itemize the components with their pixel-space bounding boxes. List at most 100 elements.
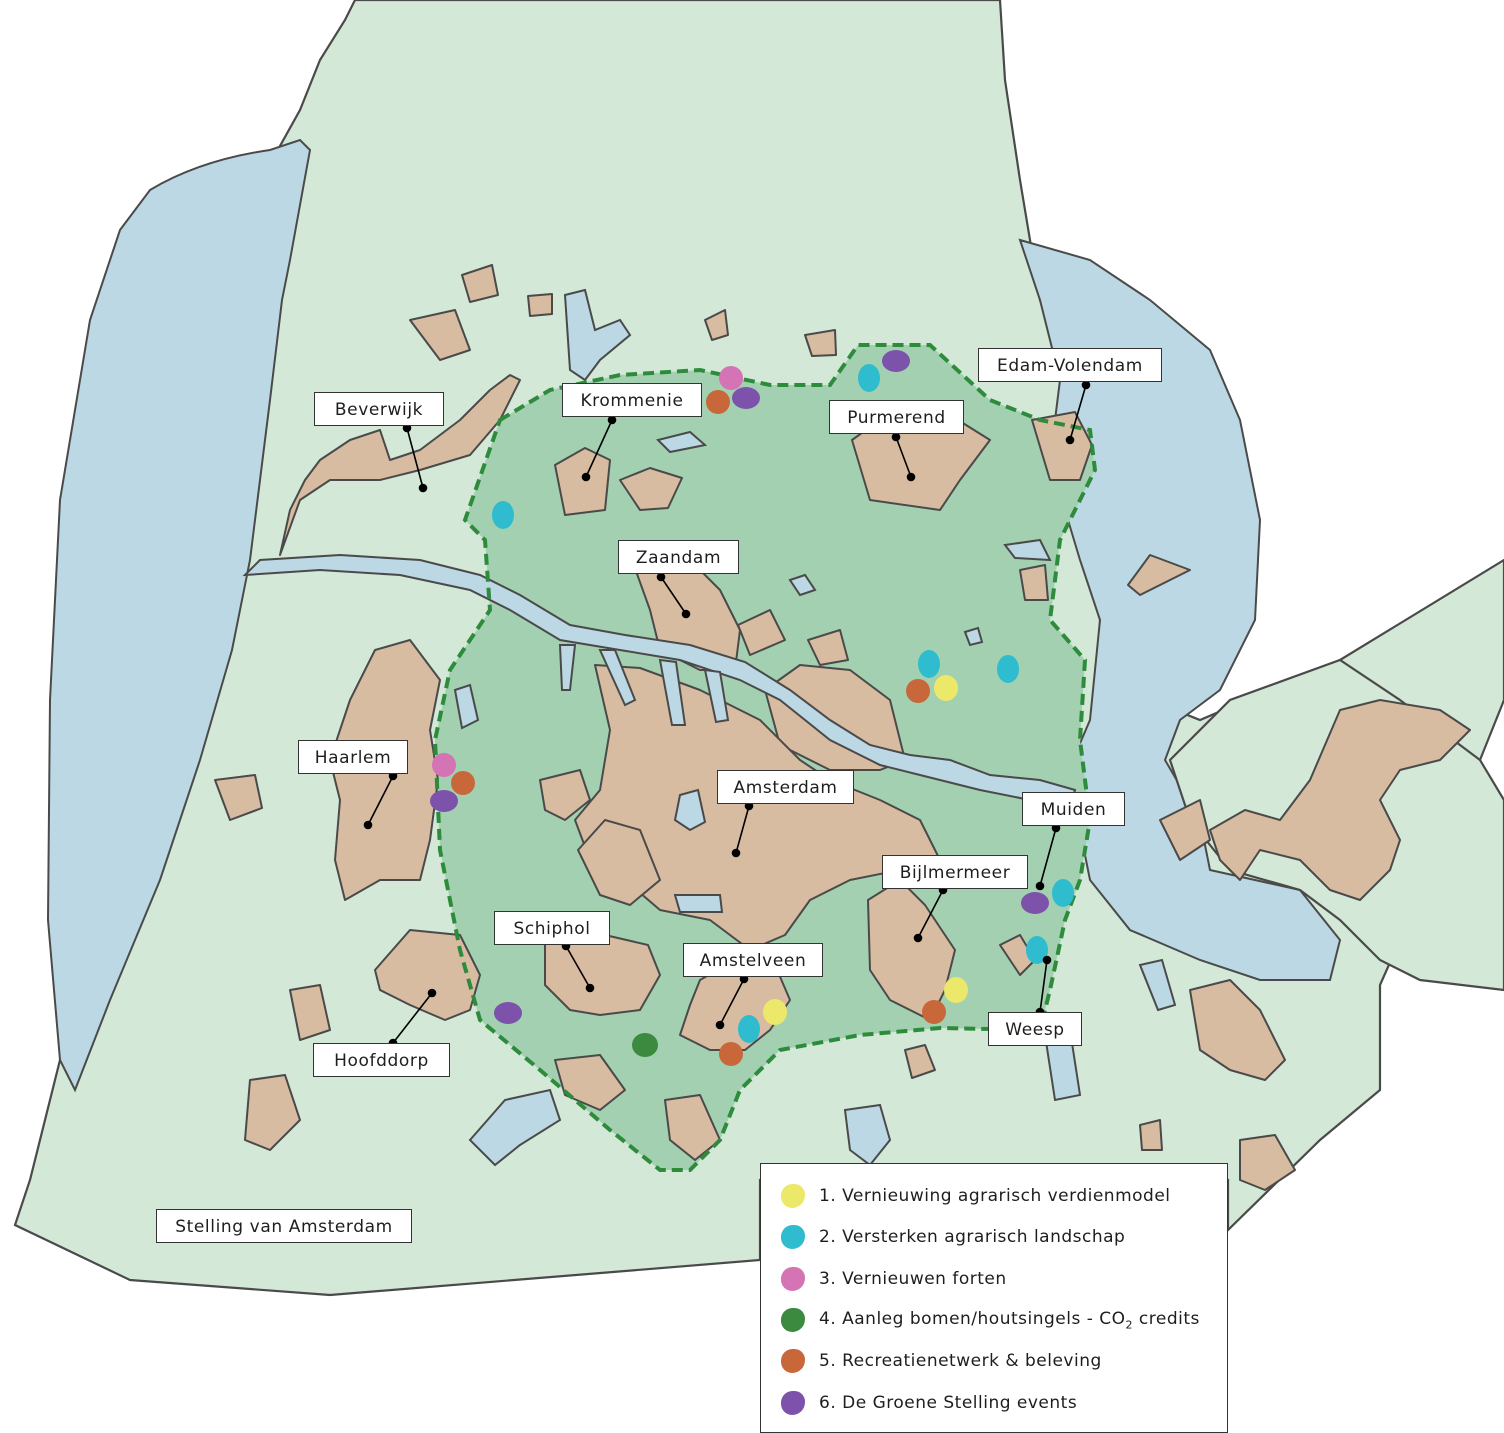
town-small-5 <box>807 629 849 666</box>
harbour-1 <box>558 644 577 691</box>
legend-item-3-label: 3. Vernieuwen forten <box>819 1269 1007 1289</box>
legend-item-4-label: 4. Aanleg bomen/houtsingels - CO2 credit… <box>819 1309 1200 1331</box>
marker-verdienmodel <box>944 977 968 1003</box>
label-bijlmermeer: Bijlmermeer <box>882 855 1028 889</box>
lake-9 <box>1138 958 1177 1012</box>
marker-events <box>494 1002 522 1024</box>
town-small-4 <box>804 329 837 357</box>
marker-events <box>882 350 910 372</box>
marker-forten <box>432 753 456 777</box>
town-krommenie-east <box>619 467 683 511</box>
marker-events <box>1021 892 1049 914</box>
label-purmerend: Purmerend <box>829 400 964 434</box>
lake-7 <box>963 626 984 647</box>
legend-item-5-label: 5. Recreatienetwerk & beleving <box>819 1351 1102 1371</box>
legend-item-1-label: 1. Vernieuwing agrarisch verdienmodel <box>819 1186 1171 1206</box>
label-krommenie: Krommenie <box>562 383 702 417</box>
town-hoofddorp <box>374 929 481 1021</box>
harbour-4 <box>703 668 730 724</box>
marker-landschap <box>738 1015 760 1043</box>
town-small-3 <box>704 309 729 341</box>
marker-landschap <box>918 650 940 678</box>
river-ij <box>242 553 1077 812</box>
harbour-3 <box>658 658 687 726</box>
town-east-1 <box>1189 979 1286 1081</box>
harbour-2 <box>598 649 637 707</box>
town-schiphol <box>544 934 661 1016</box>
orange-blob-icon <box>781 1349 805 1373</box>
town-south-3 <box>904 1044 936 1079</box>
marker-recreatie <box>906 679 930 703</box>
label-zaandam: Zaandam <box>618 540 739 574</box>
town-east-3 <box>1239 1134 1296 1191</box>
town-west-3 <box>244 1074 301 1151</box>
marker-recreatie <box>706 390 730 414</box>
marker-landschap <box>858 364 880 392</box>
cyan-blob-icon <box>781 1225 805 1249</box>
marker-recreatie <box>719 1042 743 1066</box>
inland-water <box>242 288 1177 1167</box>
lake-12 <box>843 1103 892 1167</box>
marker-recreatie <box>922 1000 946 1024</box>
pink-blob-icon <box>781 1267 805 1291</box>
town-west-small <box>214 774 263 821</box>
town-gooi <box>1209 699 1471 901</box>
label-hoofddorp: Hoofddorp <box>313 1043 450 1077</box>
legend-item-3: 3. Vernieuwen forten <box>761 1264 1007 1294</box>
label-amstelveen: Amstelveen <box>683 943 823 977</box>
marker-landschap <box>492 501 514 529</box>
town-beverwijk-north <box>409 309 471 361</box>
marker-verdienmodel <box>934 675 958 701</box>
marker-forten <box>719 366 743 390</box>
lake-8 <box>1003 538 1052 562</box>
legend-item-1: 1. Vernieuwing agrarisch verdienmodel <box>761 1181 1171 1211</box>
label-beverwijk: Beverwijk <box>314 392 444 426</box>
town-east-4 <box>1159 799 1211 861</box>
town-amsterdam-sw <box>577 819 661 906</box>
label-weesp: Weesp <box>988 1012 1082 1046</box>
marker-events <box>430 790 458 812</box>
town-east-2 <box>1139 1119 1163 1151</box>
town-amsterdam <box>574 664 941 951</box>
label-muiden: Muiden <box>1022 792 1125 826</box>
markers-layer <box>430 350 1074 1066</box>
town-krommenie <box>554 447 611 516</box>
marker-landschap <box>1052 879 1074 907</box>
purple-blob-icon <box>781 1391 805 1415</box>
legend-item-2: 2. Versterken agrarisch landschap <box>761 1222 1125 1252</box>
marker-verdienmodel <box>763 999 787 1025</box>
marker-landschap <box>1026 936 1048 964</box>
town-zaandam-east <box>737 609 786 656</box>
lake-2 <box>656 430 708 454</box>
lake-6 <box>673 894 724 913</box>
label-haarlem: Haarlem <box>298 740 408 774</box>
green-blob-icon <box>781 1308 805 1332</box>
leader-lines <box>363 380 1091 1048</box>
town-east-small <box>1019 564 1049 601</box>
town-small-1 <box>461 264 499 303</box>
legend-item-4-subscript: 2 <box>1125 1318 1134 1332</box>
town-amsterdam-west <box>539 769 591 821</box>
lake-1 <box>563 288 632 382</box>
yellow-blob-icon <box>781 1184 805 1208</box>
town-beverwijk <box>279 374 521 556</box>
marker-landschap <box>997 655 1019 683</box>
sea-west <box>46 138 312 1093</box>
stelling-border <box>432 343 1098 1172</box>
marker-events <box>732 387 760 409</box>
marker-bomen <box>632 1033 658 1057</box>
town-west-2 <box>289 984 331 1041</box>
label-edam-volendam: Edam-Volendam <box>978 348 1162 382</box>
lake-4 <box>453 683 480 730</box>
label-schiphol: Schiphol <box>494 911 610 945</box>
legend-item-6-label: 6. De Groene Stelling events <box>819 1393 1078 1413</box>
legend-item-2-label: 2. Versterken agrarisch landschap <box>819 1227 1126 1247</box>
lake-3 <box>788 573 817 597</box>
label-stelling-van-amsterdam: Stelling van Amsterdam <box>156 1209 412 1243</box>
lake-5 <box>673 788 707 832</box>
legend: 1. Vernieuwing agrarisch verdienmodel 2.… <box>760 1163 1228 1433</box>
label-amsterdam: Amsterdam <box>717 770 854 804</box>
town-east-coast <box>1127 554 1191 596</box>
legend-item-4-text: 4. Aanleg bomen/houtsingels - CO <box>819 1308 1126 1329</box>
